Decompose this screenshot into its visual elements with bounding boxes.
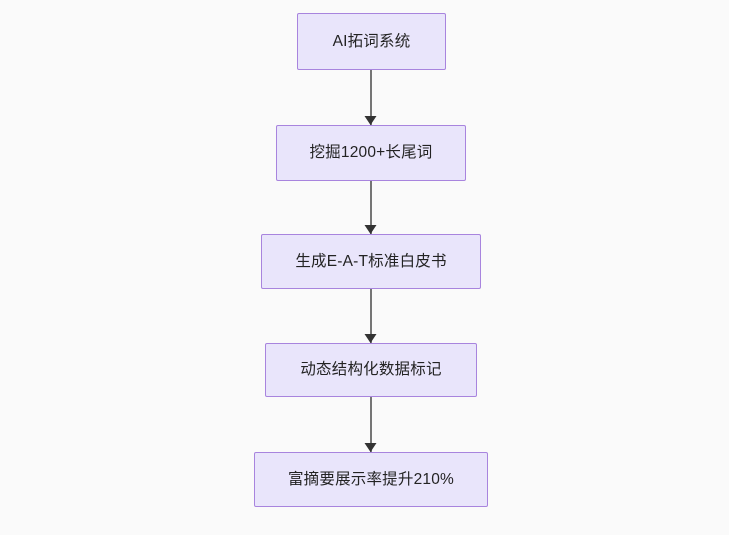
flow-node-ai-keyword-system[interactable]: AI拓词系统 xyxy=(297,13,446,70)
flow-node-mine-longtail-keywords[interactable]: 挖掘1200+长尾词 xyxy=(276,125,466,181)
arrowhead-icon xyxy=(364,225,377,234)
edge-line xyxy=(370,181,372,234)
flow-node-dynamic-structured-data-markup[interactable]: 动态结构化数据标记 xyxy=(265,343,477,397)
edge-line xyxy=(370,289,372,343)
flow-node-label: AI拓词系统 xyxy=(332,32,411,50)
arrowhead-icon xyxy=(364,116,377,125)
flow-node-label: 生成E-A-T标准白皮书 xyxy=(295,252,447,270)
flow-node-rich-snippet-impression-lift[interactable]: 富摘要展示率提升210% xyxy=(254,452,488,507)
flow-node-label: 富摘要展示率提升210% xyxy=(287,470,455,488)
edge-line xyxy=(370,70,372,125)
arrowhead-icon xyxy=(364,334,377,343)
edge-line xyxy=(370,397,372,452)
arrowhead-icon xyxy=(364,443,377,452)
flow-node-label: 挖掘1200+长尾词 xyxy=(309,144,433,162)
flow-node-label: 动态结构化数据标记 xyxy=(300,361,442,379)
flow-node-generate-eat-whitepaper[interactable]: 生成E-A-T标准白皮书 xyxy=(261,234,481,289)
